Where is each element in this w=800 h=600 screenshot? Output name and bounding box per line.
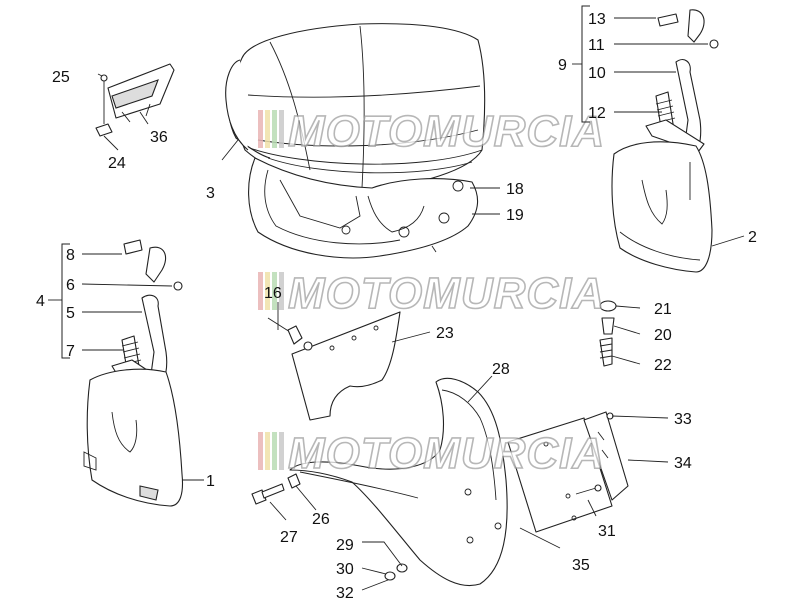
callout-2: 2 [748,229,757,246]
callout-36: 36 [150,129,168,146]
part-20-rubber-stop [599,300,617,367]
part-10-right-hinge [645,9,719,164]
callout-26: 26 [312,511,330,528]
callout-3: 3 [206,185,215,202]
callout-1: 1 [206,473,215,490]
callout-labels: 1 2 3 4 5 6 7 8 9 10 11 12 13 16 18 19 2… [36,11,757,600]
callout-7: 7 [66,343,75,360]
callout-13: 13 [588,11,606,28]
watermark-text: MOTOMURCIA [288,429,605,478]
callout-11: 11 [588,37,605,54]
watermark-2: MOTOMURCIA [258,268,605,319]
callout-8: 8 [66,247,75,264]
callout-25: 25 [52,69,70,86]
callout-21: 21 [654,301,672,318]
watermark-stripe [272,110,277,148]
callout-35: 35 [572,557,590,574]
callout-29: 29 [336,537,354,554]
callout-34: 34 [674,455,692,472]
watermark-text: MOTOMURCIA [288,107,605,156]
callout-10: 10 [588,65,606,82]
callout-27: 27 [280,529,298,546]
callout-33: 33 [674,411,692,428]
callout-4: 4 [36,293,45,310]
part-30-washers [384,563,408,581]
watermark-stripe [279,110,284,148]
callout-5: 5 [66,305,75,322]
callout-16: 16 [264,285,282,302]
part-36-small-bracket [95,63,175,137]
callout-6: 6 [66,277,75,294]
watermark-stripe [265,432,270,470]
callout-24: 24 [108,155,126,172]
watermark-stripe [265,110,270,148]
watermark-stripe [279,432,284,470]
watermark-stripe [258,432,263,470]
part-2-right-cover [611,141,713,273]
watermark-stripe [265,272,270,310]
part-23-plate-flap [267,311,401,421]
callout-18: 18 [506,181,524,198]
part-35-plate-holder [507,411,629,533]
callout-31: 31 [598,523,616,540]
watermark-text: MOTOMURCIA [288,269,605,318]
watermark-3: MOTOMURCIA [258,428,605,479]
callout-30: 30 [336,561,354,578]
leader-lines [48,5,745,591]
callout-9: 9 [558,57,567,74]
watermark-stripe [272,272,277,310]
part-3-luggage-box [225,23,486,191]
callout-32: 32 [336,585,354,600]
callout-28: 28 [492,361,510,378]
watermark-stripe [272,432,277,470]
callout-19: 19 [506,207,524,224]
callout-12: 12 [588,105,606,122]
watermark-stripe [258,110,263,148]
watermark-stripe [279,272,284,310]
part-28-rear-mudguard [289,377,544,587]
part-1-left-cover [83,368,184,507]
callout-22: 22 [654,357,672,374]
part-27-screw [251,473,301,505]
part-19-seat-tray [248,157,479,259]
callout-23: 23 [436,325,454,342]
watermark-stripe [258,272,263,310]
callout-20: 20 [654,327,672,344]
watermark-1: MOTOMURCIA [258,106,605,157]
